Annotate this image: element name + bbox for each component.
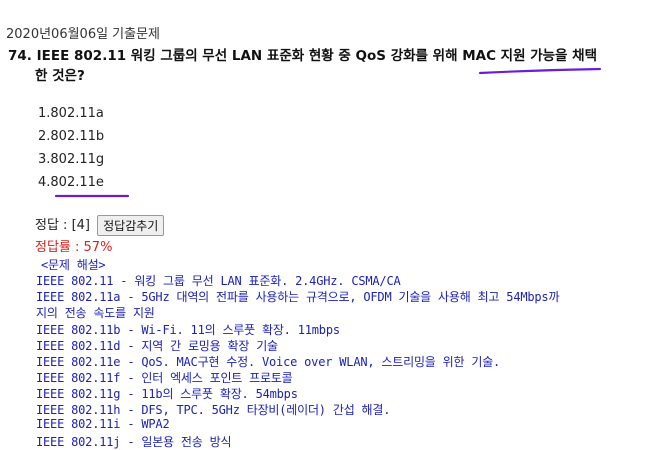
- hide-answer-button[interactable]: 정답감추기: [97, 215, 165, 236]
- option-4[interactable]: 4.802.11e: [38, 175, 104, 190]
- explanation-line: IEEE 802.11a - 5GHz 대역의 전파를 사용하는 규격으로, O…: [36, 290, 560, 304]
- exam-date: 2020년06월06일 기출문제: [6, 27, 161, 42]
- option-label: 802.11a: [50, 106, 104, 121]
- option-number: 1.: [38, 106, 51, 121]
- explanation-line: IEEE 802.11h - DFS, TPC. 5GHz 타장비(레이더) 간…: [36, 403, 391, 417]
- explanation-line: IEEE 802.11f - 인터 엑세스 포인트 프로토콜: [36, 371, 293, 385]
- explanation-title: <문제 해설>: [41, 258, 106, 272]
- option-label: 802.11g: [50, 152, 105, 167]
- explanation-line: IEEE 802.11 - 워킹 그룹 무선 LAN 표준화. 2.4GHz. …: [36, 274, 401, 288]
- explanation-line: IEEE 802.11j - 일본용 전송 방식: [36, 435, 232, 449]
- option-number: 3.: [38, 152, 51, 167]
- underline-mac-support: [478, 67, 602, 75]
- option-3[interactable]: 3.802.11g: [38, 152, 104, 167]
- question-text: IEEE 802.11 워킹 그룹의 무선 LAN 표준화 현황 중 QoS 강…: [36, 48, 598, 64]
- question-text-line2: 한 것은?: [35, 68, 85, 84]
- option-2[interactable]: 2.802.11b: [38, 129, 104, 144]
- option-label: 802.11e: [50, 175, 104, 190]
- question-number: 74.: [8, 48, 32, 64]
- option-number: 4.: [38, 175, 51, 190]
- explanation-line: 지의 전송 속도를 지원: [36, 306, 155, 320]
- explanation-line: IEEE 802.11i - WPA2: [36, 417, 170, 431]
- option-1[interactable]: 1.802.11a: [38, 106, 104, 121]
- explanation-line: IEEE 802.11e - QoS. MAC구현 수정. Voice over…: [36, 355, 501, 369]
- explanation-line: IEEE 802.11b - Wi-Fi. 11의 스루풋 확장. 11mbps: [36, 323, 340, 337]
- explanation-line: IEEE 802.11g - 11b의 스루풋 확장. 54mbps: [36, 387, 298, 401]
- option-number: 2.: [38, 129, 51, 144]
- answer-row: 정답 : [4] 정답감추기: [35, 214, 165, 236]
- answer-label: 정답 : [4]: [35, 218, 90, 233]
- option-label: 802.11b: [50, 129, 105, 144]
- accuracy-rate: 정답률 : 57%: [35, 240, 113, 255]
- explanation-line: IEEE 802.11d - 지역 간 로밍용 확장 기술: [36, 339, 278, 353]
- question-text-line1: 74. IEEE 802.11 워킹 그룹의 무선 LAN 표준화 현황 중 Q…: [8, 44, 597, 64]
